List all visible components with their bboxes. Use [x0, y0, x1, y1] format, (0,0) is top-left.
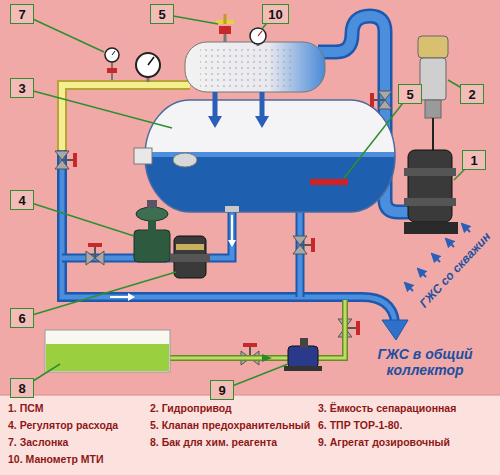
legend-entry: 8. Бак для хим. реагента [150, 436, 277, 448]
legend-entry: 1. ПСМ [8, 402, 43, 414]
legend-text: 8. Бак для хим. реагента [150, 436, 277, 448]
legend-ground [0, 395, 500, 475]
pressure-gauge [136, 53, 160, 77]
callout-number: 7 [18, 6, 25, 23]
leader-lines [22, 14, 474, 390]
legend-entry: 9. Агрегат дозировочный [318, 436, 450, 448]
callout-box: 5 [150, 4, 174, 24]
callout-box: 2 [460, 84, 484, 104]
legend-text: 5. Клапан предохранительный [150, 419, 310, 431]
callout-box: 5 [398, 84, 422, 104]
callout-box: 9 [210, 380, 234, 400]
heater [310, 179, 348, 185]
callout-number: 2 [468, 86, 475, 103]
callout-box: 1 [462, 150, 486, 170]
legend-text: 6. ТПР ТОР-1-80. [318, 419, 402, 431]
callout-box: 3 [10, 78, 34, 98]
callout-number: 1 [470, 152, 477, 169]
callout-number: 6 [18, 310, 25, 327]
callout-number: 8 [18, 380, 25, 397]
callout-box: 7 [10, 4, 34, 24]
legend-text: 9. Агрегат дозировочный [318, 436, 450, 448]
legend-entry: 4. Регулятор расхода [8, 419, 118, 431]
legend-entry: 7. Заслонка [8, 436, 68, 448]
legend-entry: 5. Клапан предохранительный [150, 419, 310, 431]
callout-number: 10 [268, 6, 282, 23]
legend-text: 3. Ёмкость сепарационная [318, 402, 456, 414]
legend-text: 1. ПСМ [8, 402, 43, 414]
hydraulic-drive [418, 36, 448, 58]
callout-number: 9 [218, 382, 225, 399]
legend-text: 2. Гидропривод [150, 402, 232, 414]
gas-separator [185, 42, 325, 92]
legend-text: 7. Заслонка [8, 436, 68, 448]
callout-number: 3 [18, 80, 25, 97]
callout-box: 8 [10, 378, 34, 398]
legend-text: 10. Манометр МТИ [8, 453, 104, 465]
legend-entry: 2. Гидропривод [150, 402, 232, 414]
flow-label: ГЖС в общий коллектор [360, 346, 490, 378]
legend-entry: 6. ТПР ТОР-1-80. [318, 419, 402, 431]
flow-regulator [134, 230, 170, 262]
callout-box: 4 [10, 190, 34, 210]
callout-number: 5 [406, 86, 413, 103]
legend-text: 4. Регулятор расхода [8, 419, 118, 431]
callout-number: 5 [158, 6, 165, 23]
callout-box: 6 [10, 308, 34, 328]
pressure-gauge [250, 28, 266, 44]
reagent-tank [45, 330, 170, 372]
legend-entry: 10. Манометр МТИ [8, 453, 104, 465]
legend-entry: 3. Ёмкость сепарационная [318, 402, 456, 414]
pressure-gauge [105, 48, 119, 62]
callout-box: 10 [262, 4, 289, 24]
outflow-arrow [382, 320, 408, 340]
dosing-pump [288, 346, 318, 368]
callout-number: 4 [18, 192, 25, 209]
pump [408, 150, 452, 222]
